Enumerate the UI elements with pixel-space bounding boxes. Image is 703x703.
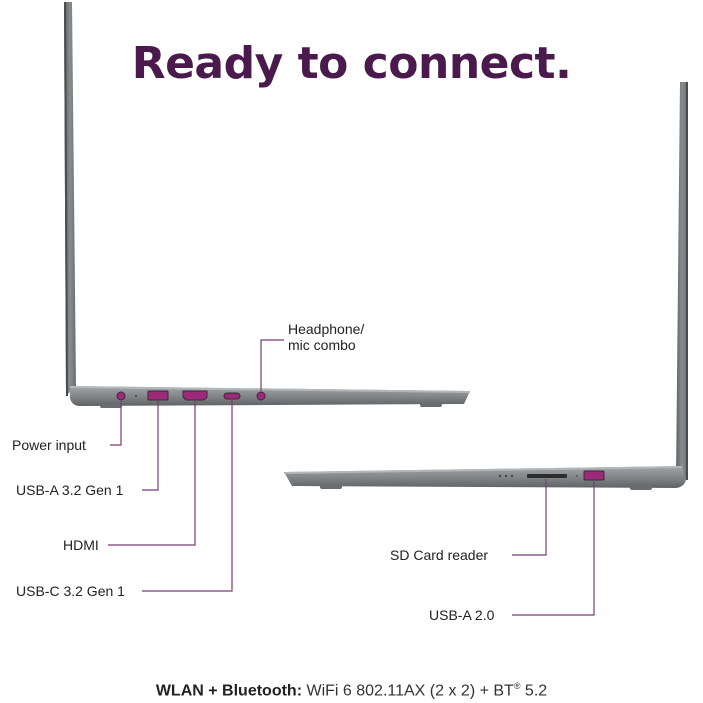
- usb-c-32-port: [223, 392, 241, 400]
- right-ports: [498, 470, 605, 481]
- connectivity-footer: WLAN + Bluetooth: WiFi 6 802.11AX (2 x 2…: [0, 681, 703, 700]
- footer-label: WLAN + Bluetooth:: [155, 682, 303, 700]
- label-usb-a-32: USB-A 3.2 Gen 1: [16, 482, 124, 498]
- label-usb-a-20: USB-A 2.0: [429, 607, 495, 623]
- registered-mark: ®: [513, 681, 521, 691]
- status-led: [134, 394, 138, 398]
- leader-sd-card: [512, 479, 547, 556]
- footer-bt-version: 5.2: [524, 682, 548, 700]
- leader-usb-c-32: [142, 400, 233, 592]
- leader-headphone: [260, 339, 284, 391]
- footer-wifi: WiFi 6 802.11AX (2 x 2) + BT: [306, 682, 514, 700]
- leader-hdmi: [108, 401, 196, 546]
- right-laptop-lid: [676, 82, 688, 480]
- leader-power: [110, 401, 122, 446]
- left-leader-lines: [108, 339, 284, 592]
- left-ports: [116, 390, 266, 401]
- leader-usb-a-20: [512, 481, 595, 616]
- right-laptop-base: [284, 466, 686, 490]
- headline: Ready to connect.: [131, 38, 572, 89]
- label-sd-card-reader: SD Card reader: [390, 547, 489, 563]
- power-port: [116, 391, 126, 401]
- hdmi-port: [182, 390, 208, 401]
- label-headphone-line2: mic combo: [288, 337, 356, 353]
- usb-a-20-port: [583, 470, 605, 481]
- right-leader-lines: [512, 479, 595, 616]
- leader-usb-a-32: [142, 401, 159, 491]
- label-hdmi: HDMI: [63, 537, 99, 553]
- label-usb-c-32: USB-C 3.2 Gen 1: [16, 583, 125, 599]
- label-headphone-line1: Headphone/: [288, 321, 365, 337]
- sd-card-slot: [527, 474, 567, 478]
- label-power-input: Power input: [12, 437, 86, 453]
- left-laptop-base: [70, 386, 470, 408]
- headphone-jack: [256, 391, 266, 401]
- left-laptop-lid: [64, 2, 76, 396]
- usb-a-32-port: [147, 390, 169, 401]
